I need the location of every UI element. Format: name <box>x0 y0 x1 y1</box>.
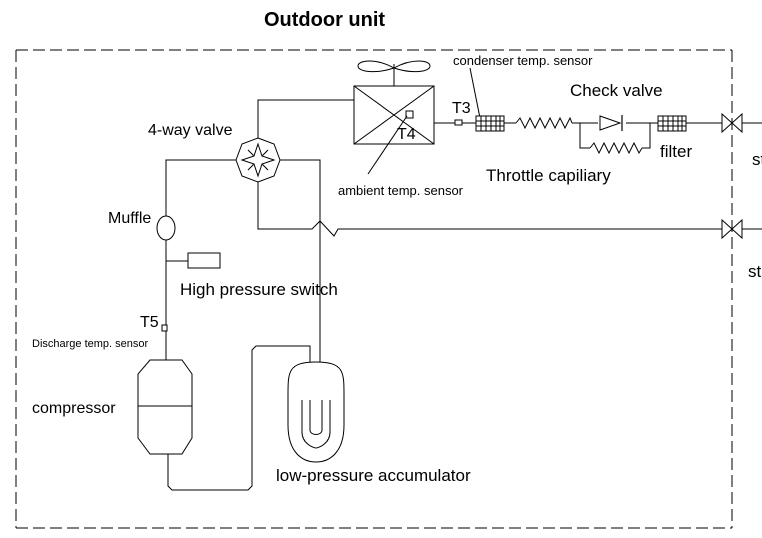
discharge-sensor-label: Discharge temp. sensor <box>32 338 148 350</box>
t3-sensor-box <box>454 119 463 126</box>
high-pressure-switch-label: High pressure switch <box>180 280 338 299</box>
valve-to-condenser-pipe <box>257 99 354 140</box>
stop-valve-lower-label: st <box>748 262 762 281</box>
mesh-strainer-1 <box>475 115 505 132</box>
t4-sensor-box <box>405 110 414 119</box>
unit-boundary <box>15 49 733 529</box>
throttle-capillary-bypass <box>589 141 643 155</box>
t3-label: T3 <box>452 100 471 117</box>
muffle-to-valve-pipe <box>165 159 238 218</box>
throttle-capillary-label: Throttle capiliary <box>486 166 611 185</box>
stop-valve-upper-symbol <box>721 112 743 134</box>
stop-valve-upper-label: st <box>752 150 762 169</box>
accumulator-label: low-pressure accumulator <box>276 466 471 485</box>
compressor-label: compressor <box>32 400 116 417</box>
throttle-capillary-main <box>515 116 573 130</box>
stop-valve-lower-symbol <box>721 218 743 240</box>
check-valve-label: Check valve <box>570 81 663 100</box>
accumulator-symbol <box>287 361 345 463</box>
ambient-sensor-leader <box>367 115 408 175</box>
accumulator-to-compressor-pipe <box>167 345 311 491</box>
muffle-symbol <box>156 215 176 241</box>
four-way-valve-label: 4-way valve <box>148 122 233 139</box>
fan-icon <box>357 60 431 86</box>
condenser-sensor-leader <box>469 67 481 119</box>
filter-label: filter <box>660 142 692 161</box>
compressor-symbol <box>137 359 193 455</box>
condenser-sensor-label: condenser temp. sensor <box>453 53 593 68</box>
capillary-bypass-pipe <box>579 123 651 149</box>
ambient-sensor-label: ambient temp. sensor <box>338 183 464 198</box>
valve-to-gas-line-pipe <box>257 180 762 237</box>
condenser <box>353 85 435 145</box>
t5-label: T5 <box>140 314 159 331</box>
filter-strainer <box>657 115 687 132</box>
four-way-valve-symbol <box>235 137 281 183</box>
muffle-label: Muffle <box>108 210 151 227</box>
high-pressure-switch-symbol <box>187 252 221 269</box>
t4-label: T4 <box>397 126 416 143</box>
t5-sensor-box <box>161 324 168 332</box>
diagram-title: Outdoor unit <box>264 9 385 31</box>
check-valve-symbol <box>599 115 623 131</box>
suction-pipe <box>278 159 321 400</box>
